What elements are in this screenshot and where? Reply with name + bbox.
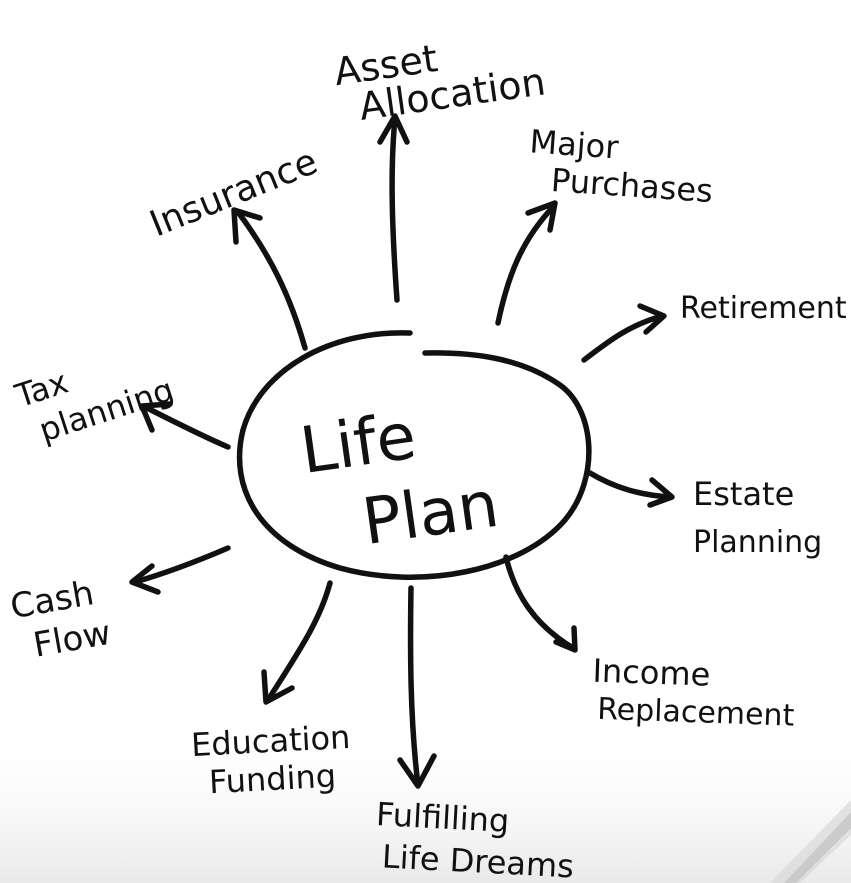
label-asset-allocation: Asset Allocation xyxy=(331,36,548,129)
label-cash-flow: Cash Flow xyxy=(7,573,113,666)
arrow-insurance xyxy=(231,207,308,351)
arrow-cash-flow xyxy=(129,545,231,595)
estate-planning-line1: Estate xyxy=(693,475,794,513)
arrow-estate-planning xyxy=(587,470,675,508)
label-income-replacement: Income Replacement xyxy=(592,652,795,734)
center-title-line2: Plan xyxy=(358,468,503,560)
education-funding-line1: Education xyxy=(190,718,351,764)
label-retirement: Retirement xyxy=(680,291,847,326)
major-purchases-line2: Purchases xyxy=(550,161,714,210)
label-estate-planning: Estate Planning xyxy=(693,475,822,560)
major-purchases-line1: Major xyxy=(528,122,620,166)
arrow-tax-planning xyxy=(139,401,231,450)
arrow-education-funding xyxy=(261,580,333,705)
arrow-income-replacement xyxy=(503,554,578,653)
arrow-asset-allocation xyxy=(377,113,410,303)
education-funding-line2: Funding xyxy=(208,757,337,802)
arrow-retirement xyxy=(581,303,667,363)
label-major-purchases: Major Purchases xyxy=(528,122,714,210)
arrows xyxy=(129,113,675,789)
center-title-line1: Life xyxy=(296,400,421,489)
label-fulfilling-life-dreams: Fulfilling Life Dreams xyxy=(375,795,575,883)
label-education-funding: Education Funding xyxy=(190,718,351,802)
estate-planning-line2: Planning xyxy=(693,525,822,560)
income-replacement-line1: Income xyxy=(592,652,711,694)
label-tax-planning: Tax planning xyxy=(10,363,179,450)
center-oval xyxy=(236,330,592,580)
income-replacement-line2: Replacement xyxy=(597,692,795,734)
pen-tip-icon xyxy=(770,800,851,883)
fulfilling-life-dreams-line2: Life Dreams xyxy=(381,837,575,883)
arrow-major-purchases xyxy=(495,200,558,326)
background-fade xyxy=(0,720,851,883)
arrow-fulfilling-life-dreams xyxy=(397,585,437,789)
fulfilling-life-dreams-line1: Fulfilling xyxy=(375,795,510,840)
